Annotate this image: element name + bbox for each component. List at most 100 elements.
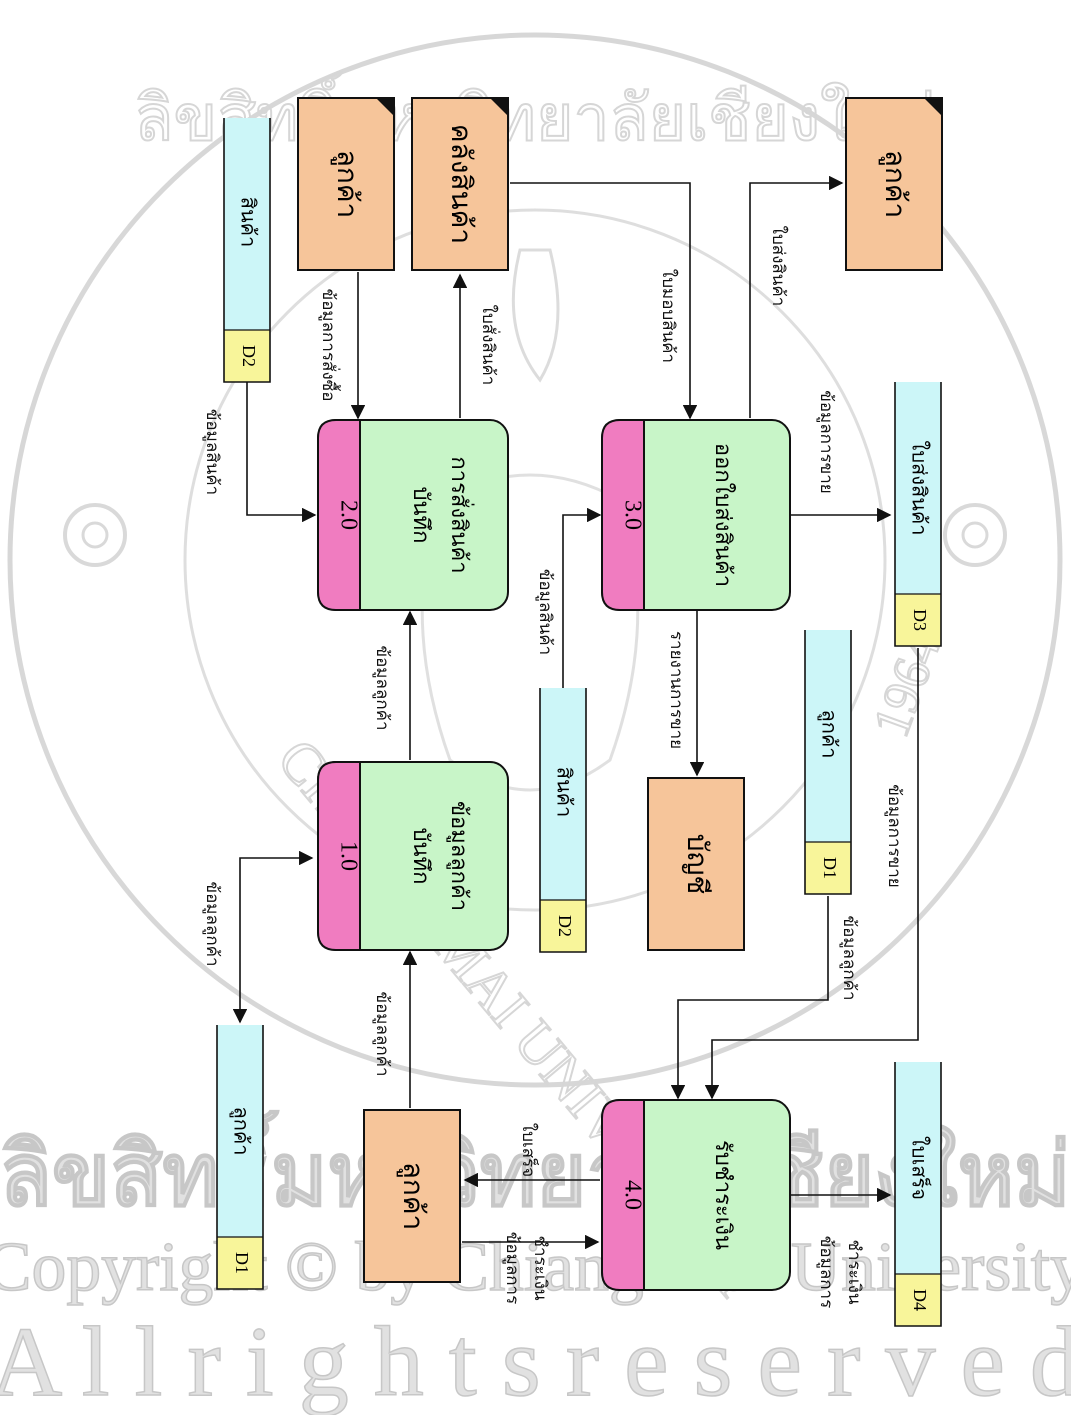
watermark-inner-ring	[183, 208, 887, 912]
store-d2-top-code: D2	[239, 345, 259, 367]
store-body	[805, 630, 851, 842]
process-4[interactable]: 4.0 รับชำระเงิน	[601, 1099, 791, 1291]
entity-accounting-box	[647, 777, 745, 951]
entity-customer-bottom-box	[363, 1109, 461, 1283]
store-d4-label: ใบเสร็จ	[908, 1136, 933, 1200]
flow-lines	[232, 175, 919, 1250]
process-4-line1: รับชำระเงิน	[710, 1140, 735, 1250]
watermark-torch-icon	[511, 248, 560, 383]
process-3-number: 3.0	[619, 500, 645, 530]
flow-d3-to-p4	[704, 648, 919, 1100]
store-id-cell	[895, 594, 941, 646]
flow-label-p4-d4-line2: ชำระเงิน	[844, 1239, 864, 1304]
entity-warehouse-box	[411, 97, 509, 271]
flow-label-warehouse-p3: ใบมอบสินค้า	[658, 269, 679, 363]
entity-customer-top[interactable]: ลูกค้า	[297, 97, 395, 271]
process-3[interactable]: 3.0 ออกใบส่งสินค้า	[601, 419, 791, 611]
watermark-thai-line: ลิขสิทธิ์มหาวิทยาลัยเชียงใหม่	[0, 1110, 1071, 1226]
process-2[interactable]: 2.0 บันทึก การสั่งสินค้า	[317, 419, 509, 611]
flow-label-p3-customer: ใบส่งสินค้า	[768, 226, 789, 307]
flow-label-p3-d3: ข้อมูลการขาย	[816, 390, 836, 494]
store-body	[540, 688, 586, 900]
store-border	[216, 1025, 264, 1290]
watermark-elephant-icon	[420, 473, 640, 792]
process-3-header	[601, 419, 645, 611]
store-border	[223, 118, 271, 383]
store-id-cell	[540, 900, 586, 952]
store-id-cell	[805, 842, 851, 894]
entity-corner-marker	[924, 98, 942, 116]
flow-label-customer-p1: ข้อมูลลูกค้า	[372, 991, 392, 1076]
entity-customer-bottom-label: ลูกค้า	[396, 1162, 430, 1231]
flow-label-d1-p1: ข้อมูลลูกค้า	[202, 881, 222, 966]
flow-label-p4-customer: ใบเสร็จ	[518, 1123, 540, 1177]
store-d1-left-code: D1	[232, 1252, 252, 1274]
store-d4-code: D4	[910, 1289, 930, 1311]
store-body	[895, 382, 941, 594]
store-d2-mid-code: D2	[555, 915, 575, 937]
store-d1-left-label: ลูกค้า	[229, 1107, 254, 1156]
store-id-cell	[895, 1274, 941, 1326]
store-id-cell	[217, 1237, 263, 1289]
flow-d1-to-p4	[670, 896, 829, 1100]
process-2-line1: บันทึก	[408, 487, 433, 544]
store-d3[interactable]: D3 ใบส่งสินค้า	[894, 382, 942, 647]
flow-label-d2-p2: ข้อมูลสินค้า	[202, 409, 222, 495]
store-d1-left[interactable]: D1 ลูกค้า	[216, 1025, 264, 1290]
flow-label-customer-p4-line1: ข้อมูลการ	[502, 1232, 522, 1304]
store-border	[894, 1062, 942, 1327]
entity-accounting[interactable]: บัญชี	[647, 777, 745, 951]
store-d2-mid-label: สินค้า	[553, 767, 577, 818]
process-1-line2: ข้อมูลลูกค้า	[446, 801, 471, 911]
flow-d2-to-p3	[562, 507, 602, 688]
flow-label-p1-p2: ข้อมูลลูกค้า	[372, 645, 392, 730]
flow-label-d2-p3: ข้อมูลสินค้า	[535, 569, 555, 655]
process-3-line1: ออกใบส่งสินค้า	[710, 443, 736, 587]
store-d4[interactable]: D4 ใบเสร็จ	[894, 1062, 942, 1327]
process-1-line1: บันทึก	[408, 828, 433, 885]
store-d3-code: D3	[910, 609, 930, 631]
process-1-number: 1.0	[335, 841, 361, 871]
entity-accounting-label: บัญชี	[681, 834, 714, 895]
process-2-line2: การสั่งสินค้า	[446, 456, 475, 573]
entity-customer-right-label: ลูกค้า	[878, 150, 912, 219]
process-2-header	[317, 419, 361, 611]
flow-warehouse-to-p3	[510, 182, 698, 420]
flow-label-p4-d4-line1: ข้อมูลการ	[816, 1236, 836, 1308]
flow-label-customer-p4-line2: ชำระเงิน	[530, 1235, 550, 1300]
store-border	[539, 688, 587, 953]
entity-customer-right-box	[845, 97, 943, 271]
entity-warehouse-label: คลังสินค้า	[445, 124, 478, 244]
watermark-outer-ring	[7, 32, 1063, 1088]
store-body	[217, 1025, 263, 1237]
entity-customer-right[interactable]: ลูกค้า	[845, 97, 943, 271]
watermark-rights-line: A l l r i g h t s r e s e r v e d	[0, 1306, 1071, 1415]
flow-d1-p1-bidirectional	[232, 850, 314, 1024]
store-d1-mid-code: D1	[820, 857, 840, 879]
store-d1-mid[interactable]: D1 ลูกค้า	[804, 630, 852, 895]
store-d1-mid-label: ลูกค้า	[817, 710, 842, 759]
watermark-flower-right-icon	[943, 503, 1007, 567]
flow-label-p2-warehouse: ใบสั่งสินค้า	[478, 305, 501, 386]
store-border	[894, 382, 942, 647]
watermark-flower-left-icon	[63, 503, 127, 567]
entity-customer-bottom[interactable]: ลูกค้า	[363, 1109, 461, 1283]
store-d3-label: ใบส่งสินค้า	[908, 441, 932, 536]
flow-p3-to-customer	[749, 175, 844, 418]
entity-customer-top-box	[297, 97, 395, 271]
store-id-cell	[224, 330, 270, 382]
flow-label-customer-p2: ข้อมูลการสั่งซื้อ	[318, 289, 341, 402]
store-body	[895, 1062, 941, 1274]
flow-label-d1-p4: ข้อมูลลูกค้า	[839, 915, 859, 1000]
flow-label-d3-p4: ข้อมูลการขาย	[884, 784, 904, 888]
process-1[interactable]: 1.0 บันทึก ข้อมูลลูกค้า	[317, 761, 509, 951]
store-d2-mid[interactable]: D2 สินค้า	[539, 688, 587, 953]
entity-corner-marker	[490, 98, 508, 116]
entity-warehouse[interactable]: คลังสินค้า	[411, 97, 509, 271]
store-border	[804, 630, 852, 895]
flow-label-p3-accounting: รายงานการขาย	[666, 631, 686, 749]
entity-corner-marker	[376, 98, 394, 116]
store-d2-top[interactable]: D2 สินค้า	[223, 118, 271, 383]
process-4-number: 4.0	[619, 1180, 645, 1210]
